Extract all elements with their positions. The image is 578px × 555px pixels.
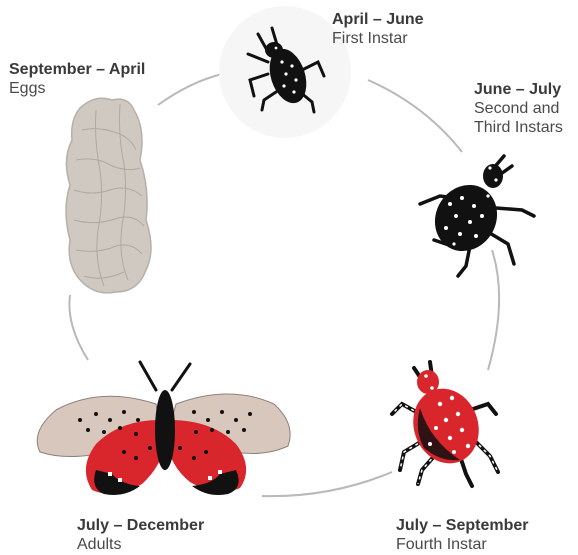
stage-period: July – December xyxy=(77,516,204,535)
fourth-instar-illustration xyxy=(392,362,498,486)
stage-name: Fourth Instar xyxy=(396,535,529,554)
stage-label-fourth-instar: July – September Fourth Instar xyxy=(396,516,529,554)
stage-label-second-third-instars: June – July Second and Third Instars xyxy=(474,80,578,137)
stage-label-eggs: September – April Eggs xyxy=(9,60,145,98)
adult-illustration xyxy=(37,362,290,495)
arc-first-to-second xyxy=(368,80,462,152)
stage-name: First Instar xyxy=(332,29,424,48)
arc-adults-to-eggs xyxy=(69,295,88,360)
stage-period: July – September xyxy=(396,516,529,535)
second-third-instar-illustration xyxy=(420,156,534,276)
stage-period: June – July xyxy=(474,80,578,99)
arc-fourth-to-adults xyxy=(262,472,392,496)
stage-name: Second and Third Instars xyxy=(474,99,578,137)
stage-label-first-instar: April – June First Instar xyxy=(332,10,424,48)
stage-period: April – June xyxy=(332,10,424,29)
stage-name: Adults xyxy=(77,535,204,554)
arc-eggs-to-first xyxy=(158,74,222,105)
stage-name: Eggs xyxy=(9,79,145,98)
stage-period: September – April xyxy=(9,60,145,79)
stage-label-adults: July – December Adults xyxy=(77,516,204,554)
arc-second-to-fourth xyxy=(488,250,499,370)
egg-mass-illustration xyxy=(66,98,151,293)
